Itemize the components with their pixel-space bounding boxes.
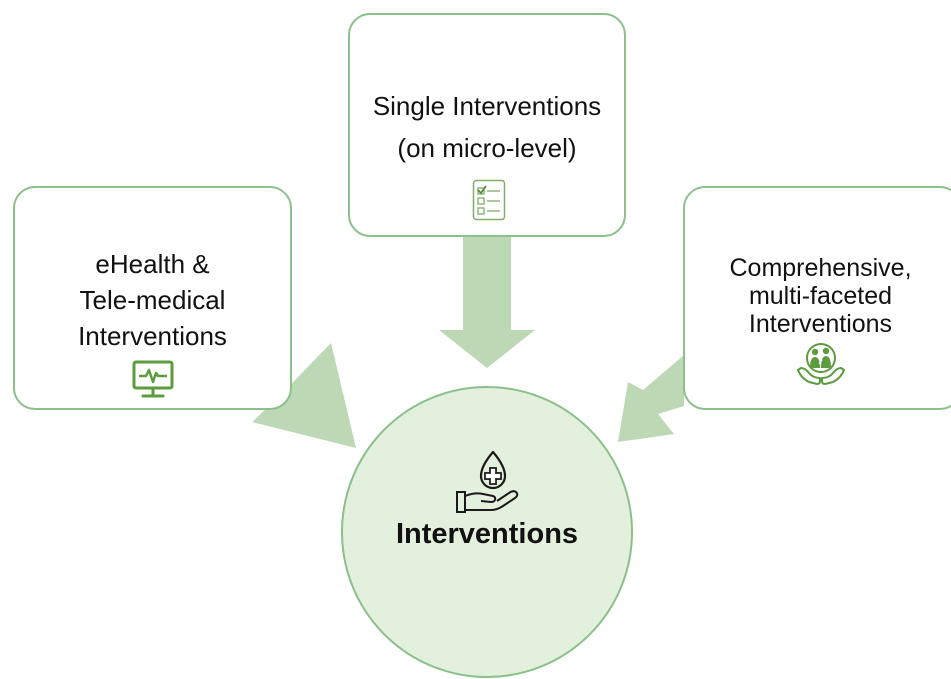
interventions-title: Interventions — [395, 518, 579, 550]
monitor-heartbeat-icon — [131, 360, 175, 405]
single-interventions-label: Single Interventions (on micro-level) — [372, 91, 602, 163]
interventions-center-circle: Interventions — [341, 386, 633, 678]
hands-caring-people-icon — [795, 340, 847, 397]
ehealth-interventions-label: eHealth & Tele-medical Interventions — [78, 249, 227, 351]
arrow-from-top — [439, 236, 535, 368]
checklist-icon — [472, 179, 506, 226]
single-interventions-box: Single Interventions (on micro-level) — [348, 13, 626, 237]
comprehensive-interventions-label: Comprehensive, multi-faceted Interventio… — [729, 254, 912, 338]
arrow-from-left — [252, 343, 356, 448]
comprehensive-interventions-box: Comprehensive, multi-faceted Interventio… — [683, 186, 951, 410]
ehealth-interventions-box: eHealth & Tele-medical Interventions — [13, 186, 292, 410]
arrow-from-right — [618, 355, 684, 442]
hand-blood-drop-icon — [453, 450, 523, 521]
